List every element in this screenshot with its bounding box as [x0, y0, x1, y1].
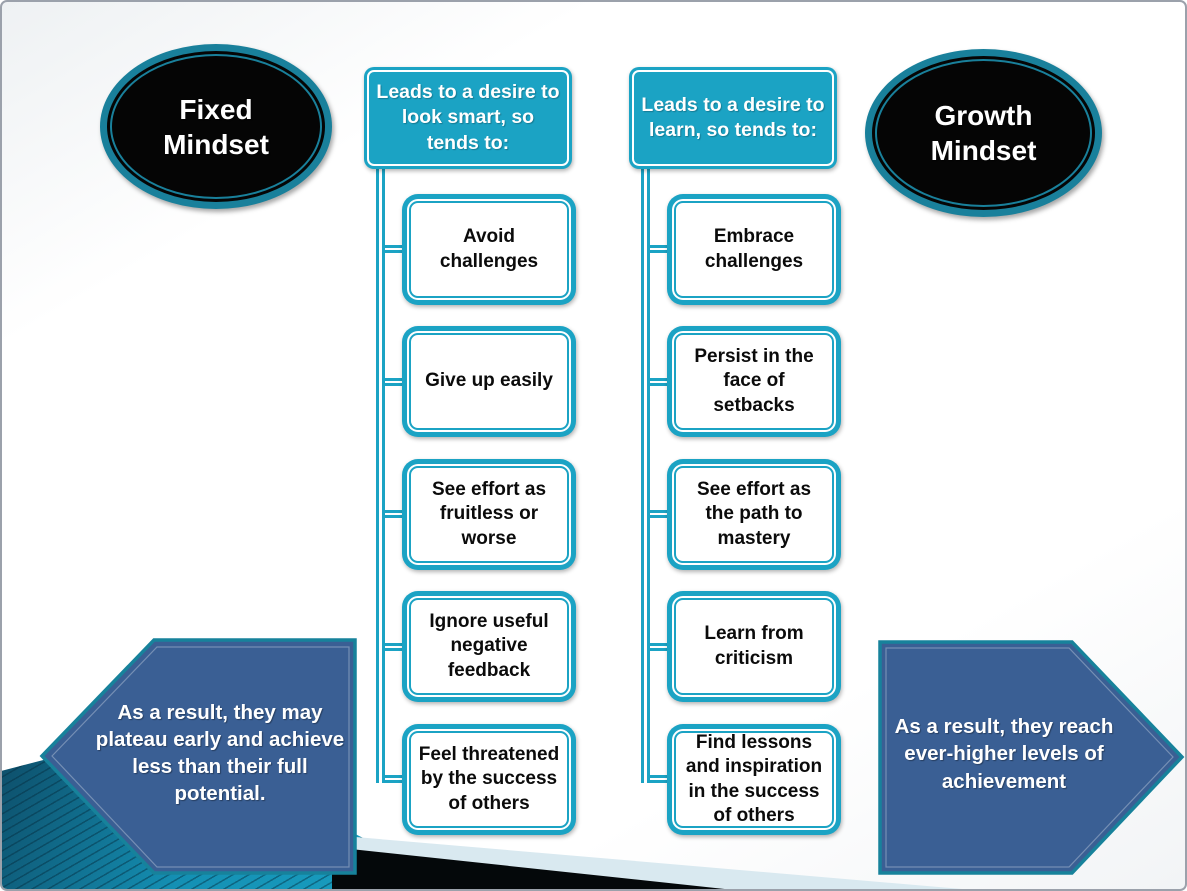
left-result-text: As a result, they may plateau early and … — [95, 700, 345, 806]
connector-line — [385, 510, 402, 518]
left-item-label-1: Avoid challenges — [409, 201, 569, 298]
connector-line — [385, 378, 402, 386]
right-item-box-3: See effort as the path to mastery — [667, 459, 841, 570]
fixed-mindset-ellipse: Fixed Mindset — [100, 44, 332, 209]
left-item-label-5: Feel threatened by the success of others — [409, 731, 569, 828]
right-item-box-1: Embrace challenges — [667, 194, 841, 305]
left-item-box-5: Feel threatened by the success of others — [402, 724, 576, 835]
connector-line — [650, 510, 667, 518]
left-item-label-3: See effort as fruitless or worse — [409, 466, 569, 563]
connector-line — [650, 378, 667, 386]
left-item-box-4: Ignore useful negative feedback — [402, 591, 576, 702]
left-column-vertical-connector — [376, 168, 385, 783]
fixed-mindset-label: Fixed Mindset — [163, 93, 269, 160]
left-item-label-4: Ignore useful negative feedback — [409, 598, 569, 695]
right-column-vertical-connector — [641, 168, 650, 783]
right-item-label-5: Find lessons and inspiration in the succ… — [674, 731, 834, 828]
left-column-header: Leads to a desire to look smart, so tend… — [364, 67, 572, 169]
right-item-box-4: Learn from criticism — [667, 591, 841, 702]
right-item-label-1: Embrace challenges — [674, 201, 834, 298]
growth-mindset-ellipse: Growth Mindset — [865, 49, 1102, 217]
connector-line — [650, 775, 667, 783]
left-item-box-2: Give up easily — [402, 326, 576, 437]
growth-mindset-label: Growth Mindset — [930, 100, 1037, 166]
connector-line — [650, 245, 667, 253]
left-item-box-1: Avoid challenges — [402, 194, 576, 305]
left-result-arrow-shape — [39, 638, 357, 875]
left-item-label-2: Give up easily — [409, 333, 569, 430]
right-item-label-2: Persist in the face of setbacks — [674, 333, 834, 430]
connector-line — [385, 643, 402, 651]
right-item-box-2: Persist in the face of setbacks — [667, 326, 841, 437]
right-column-header: Leads to a desire to learn, so tends to: — [629, 67, 837, 169]
right-item-label-3: See effort as the path to mastery — [674, 466, 834, 563]
right-result-text: As a result, they reach ever-higher leve… — [894, 715, 1114, 793]
left-item-box-3: See effort as fruitless or worse — [402, 459, 576, 570]
right-item-box-5: Find lessons and inspiration in the succ… — [667, 724, 841, 835]
right-item-label-4: Learn from criticism — [674, 598, 834, 695]
connector-line — [650, 643, 667, 651]
connector-line — [385, 245, 402, 253]
connector-line — [385, 775, 402, 783]
right-result-arrow-shape — [878, 640, 1185, 875]
